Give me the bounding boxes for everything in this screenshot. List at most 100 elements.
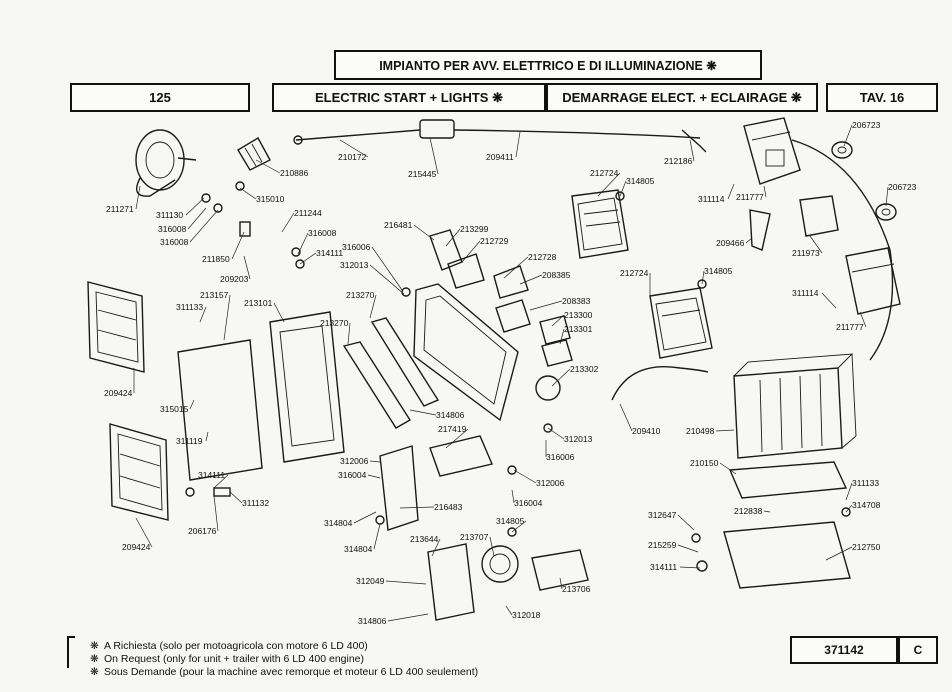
leader-line xyxy=(189,399,195,410)
leader-line xyxy=(763,185,767,198)
part-number-label: 211777 xyxy=(836,322,864,332)
part-number-label: 206723 xyxy=(888,182,917,192)
bracket-drawing xyxy=(799,195,839,237)
leader-line xyxy=(461,240,481,263)
leader-line xyxy=(551,314,565,327)
part-number-label: 216483 xyxy=(434,502,463,512)
leader-line xyxy=(189,209,219,243)
part-number-label: 311133 xyxy=(852,478,879,488)
part-number-label: 314804 xyxy=(324,518,353,528)
part-number-label: 314804 xyxy=(344,544,373,554)
leader-line xyxy=(503,256,529,279)
leader-line xyxy=(845,504,853,513)
leader-line xyxy=(551,368,571,387)
battery-base-drawing xyxy=(723,521,851,589)
leader-line xyxy=(597,172,621,197)
leader-line xyxy=(677,514,695,531)
sensor-drawing xyxy=(749,209,771,251)
leader-line xyxy=(719,462,737,475)
leader-line xyxy=(677,544,699,553)
note-star-icon: ❋ xyxy=(90,653,99,665)
part-number-label: 312013 xyxy=(564,434,593,444)
table-number: TAV. 16 xyxy=(859,90,905,105)
part-number-label: 210150 xyxy=(690,458,719,468)
leader-line xyxy=(205,431,209,442)
footer-bracket xyxy=(67,636,75,668)
part-number-label: 210172 xyxy=(338,152,367,162)
leader-line xyxy=(529,300,563,311)
part-number-label: 212838 xyxy=(734,506,763,516)
leader-line xyxy=(231,231,245,260)
part-number-label: 311114 xyxy=(698,194,725,204)
part-number-label: 209424 xyxy=(122,542,151,552)
note-star-icon: ❋ xyxy=(90,666,99,678)
leader-line xyxy=(399,506,435,509)
part-number-label: 212724 xyxy=(590,168,619,178)
part-number-label: 311130 xyxy=(156,210,183,220)
part-number-label: 212729 xyxy=(480,236,509,246)
leader-line xyxy=(367,474,381,479)
leader-line xyxy=(223,294,231,341)
part-number-label: 210886 xyxy=(280,168,309,178)
part-number-label: 213644 xyxy=(410,534,439,544)
page-title: IMPIANTO PER AVV. ELETTRICO E DI ILLUMIN… xyxy=(334,50,762,80)
leader-lines xyxy=(133,124,889,622)
battery-cable-drawing xyxy=(611,366,709,401)
leader-line xyxy=(299,252,317,265)
title-text: IMPIANTO PER AVV. ELETTRICO E DI ILLUMIN… xyxy=(379,58,717,73)
part-number-label: 213299 xyxy=(460,224,489,234)
part-number-label: 215445 xyxy=(408,169,437,179)
trailer-socket-drawing xyxy=(379,435,589,621)
drawing-number: 371142 xyxy=(824,643,864,657)
leader-line xyxy=(185,197,205,216)
revision-box: C xyxy=(898,636,938,664)
headlamp-upper-drawing xyxy=(571,189,629,259)
horn-drawing xyxy=(135,129,197,197)
part-number-label: 316006 xyxy=(342,242,371,252)
leader-line xyxy=(445,428,469,449)
leader-line xyxy=(689,139,695,162)
part-number-label: 311114 xyxy=(792,288,819,298)
leader-line xyxy=(679,566,701,569)
switch-group-drawing xyxy=(429,229,573,401)
part-number-label: 314806 xyxy=(436,410,465,420)
part-number-label: 212186 xyxy=(664,156,693,166)
part-number-label: 213300 xyxy=(564,310,593,320)
leader-line xyxy=(371,246,403,291)
leader-line xyxy=(281,212,295,233)
part-number-label: 211271 xyxy=(106,204,134,214)
leader-line xyxy=(515,131,521,158)
leader-line xyxy=(409,409,437,416)
leader-line xyxy=(369,264,405,295)
leader-line xyxy=(239,187,257,200)
part-number-label: 316008 xyxy=(308,228,337,238)
part-number-label: 316004 xyxy=(514,498,543,508)
leader-line xyxy=(763,510,771,513)
part-number-label: 213707 xyxy=(460,532,489,542)
leader-line xyxy=(843,124,853,147)
part-number-label: 315010 xyxy=(256,194,285,204)
battery-pad-drawing xyxy=(728,461,848,499)
leader-line xyxy=(489,536,495,557)
part-number-label: 316008 xyxy=(160,237,189,247)
leader-line xyxy=(505,605,513,616)
part-number-label: 312647 xyxy=(648,510,677,520)
part-number-label: 311119 xyxy=(176,436,203,446)
part-number-label: 314111 xyxy=(198,470,225,480)
part-number-label: 213301 xyxy=(564,324,593,334)
grommet-drawing xyxy=(831,141,897,221)
part-number-label: 314708 xyxy=(852,500,881,510)
title-french: DEMARRAGE ELECT. + ECLAIRAGE ❋ xyxy=(562,89,802,105)
leader-line xyxy=(353,511,377,524)
leader-line xyxy=(859,311,867,328)
battery-drawing xyxy=(733,353,857,459)
part-number-label: 208383 xyxy=(562,296,591,306)
table-number-box: TAV. 16 xyxy=(826,83,938,112)
leader-line xyxy=(431,538,441,557)
part-number-label: 311132 xyxy=(242,498,269,508)
part-number-label: 211973 xyxy=(792,248,820,258)
dashboard-panel-drawing xyxy=(413,283,519,422)
part-number-label: 208385 xyxy=(542,270,571,280)
part-number-label: 215259 xyxy=(648,540,677,550)
